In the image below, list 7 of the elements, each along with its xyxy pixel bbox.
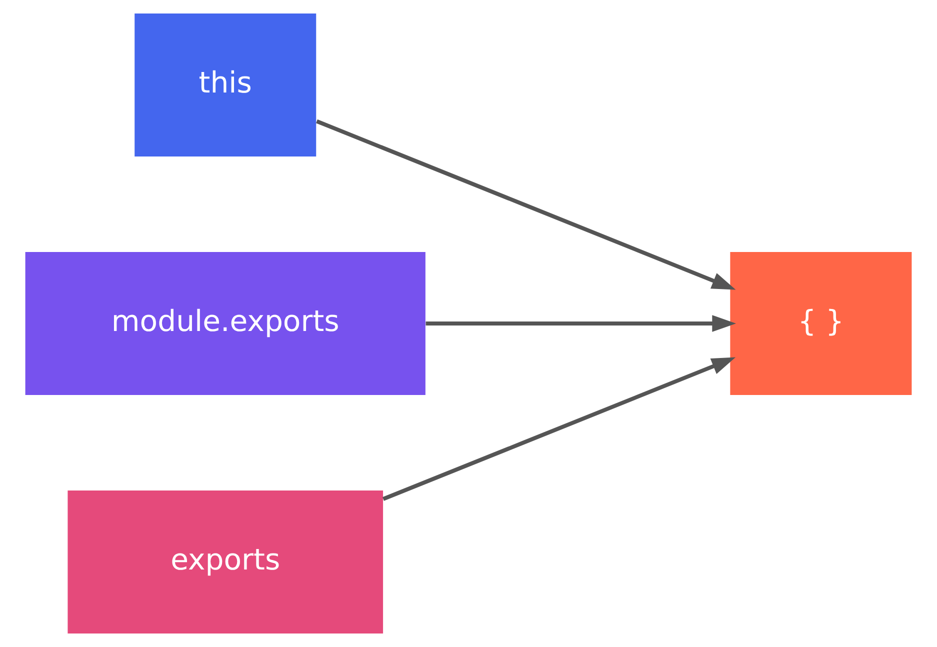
node-box: exports [68, 490, 384, 634]
node-box: { } [730, 252, 912, 396]
arrow [316, 119, 736, 290]
arrow [426, 315, 736, 332]
arrow [382, 357, 736, 501]
node-box: this [134, 13, 316, 157]
node-box: module.exports [25, 252, 426, 396]
